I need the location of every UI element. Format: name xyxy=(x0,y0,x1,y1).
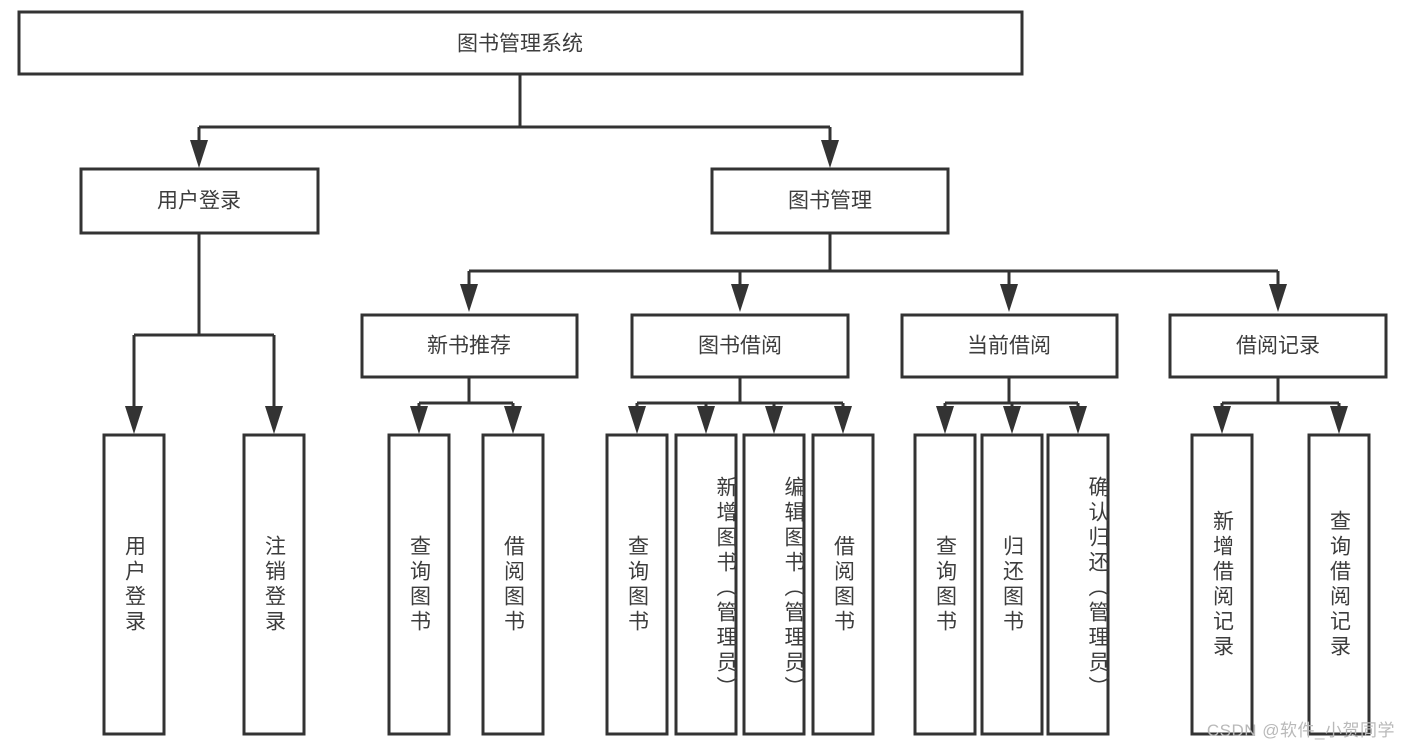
node-borrow-record-box[interactable] xyxy=(1168,313,1388,379)
connector-book-borrow-to-leaves xyxy=(628,377,852,434)
arrow-head-book-manage xyxy=(821,140,839,168)
leaf-box-new-book-1[interactable] xyxy=(387,433,451,736)
node-root-label: 图书管理系统 xyxy=(457,33,583,56)
leaf-box-user-login-2[interactable] xyxy=(242,433,306,736)
arrow-head-cb-leaf-3 xyxy=(1069,406,1087,434)
node-current-borrow[interactable]: 当前借阅 xyxy=(900,313,1119,379)
arrow-head-user-login xyxy=(190,140,208,168)
leaf-box-book-borrow-1[interactable] xyxy=(605,433,669,736)
arrow-head-bb-leaf-3 xyxy=(765,406,783,434)
node-user-login-label: 用户登录 xyxy=(157,190,241,213)
node-root[interactable]: 图书管理系统 xyxy=(17,10,1024,76)
leaf-box-current-borrow-1[interactable] xyxy=(913,433,977,736)
node-user-login[interactable]: 用户登录 xyxy=(79,167,320,235)
node-book-borrow-label: 图书借阅 xyxy=(698,335,782,358)
arrow-head-leaf-logout xyxy=(265,406,283,434)
leaf-box-borrow-record-2[interactable] xyxy=(1307,433,1371,736)
node-borrow-record[interactable]: 借阅记录 xyxy=(1168,313,1388,379)
connector-root-to-level2 xyxy=(190,74,839,168)
leaf-box-new-book-2[interactable] xyxy=(481,433,545,736)
arrow-head-nb-leaf-1 xyxy=(410,406,428,434)
leaf-box-current-borrow-2[interactable] xyxy=(980,433,1044,736)
node-book-borrow-box[interactable] xyxy=(630,313,850,379)
leaf-box-current-borrow-3[interactable] xyxy=(1046,433,1110,736)
node-new-book-recommend-label: 新书推荐 xyxy=(427,335,511,358)
connector-book-manage-to-level3 xyxy=(460,233,1287,312)
connector-user-login-to-leaves xyxy=(125,233,283,434)
node-book-manage-label: 图书管理 xyxy=(788,190,872,213)
node-user-login-box[interactable] xyxy=(79,167,320,235)
arrow-head-bb-leaf-1 xyxy=(628,406,646,434)
arrow-head-new-book xyxy=(460,284,478,312)
leaf-box-book-borrow-2[interactable] xyxy=(674,433,738,736)
arrow-head-br-leaf-1 xyxy=(1213,406,1231,434)
node-root-box[interactable] xyxy=(17,10,1024,76)
node-current-borrow-box[interactable] xyxy=(900,313,1119,379)
arrow-head-borrow-record xyxy=(1269,284,1287,312)
arrow-head-book-borrow xyxy=(731,284,749,312)
arrow-head-cb-leaf-1 xyxy=(936,406,954,434)
arrow-head-current-borrow xyxy=(1000,284,1018,312)
arrow-head-bb-leaf-2 xyxy=(697,406,715,434)
arrow-head-br-leaf-2 xyxy=(1330,406,1348,434)
node-borrow-record-label: 借阅记录 xyxy=(1236,335,1320,358)
arrow-head-cb-leaf-2 xyxy=(1003,406,1021,434)
arrow-head-bb-leaf-4 xyxy=(834,406,852,434)
arrow-head-leaf-user-login xyxy=(125,406,143,434)
arrow-head-nb-leaf-2 xyxy=(504,406,522,434)
node-book-borrow[interactable]: 图书借阅 xyxy=(630,313,850,379)
node-book-manage-box[interactable] xyxy=(710,167,950,235)
node-book-manage[interactable]: 图书管理 xyxy=(710,167,950,235)
node-new-book-recommend[interactable]: 新书推荐 xyxy=(360,313,579,379)
leaf-box-user-login-1[interactable] xyxy=(102,433,166,736)
leaf-box-book-borrow-3[interactable] xyxy=(742,433,806,736)
node-new-book-recommend-box[interactable] xyxy=(360,313,579,379)
watermark-text: CSDN @软件_小贺同学 xyxy=(1206,721,1395,740)
leaf-box-borrow-record-1[interactable] xyxy=(1190,433,1254,736)
connector-new-book-to-leaves xyxy=(410,377,522,434)
leaf-box-book-borrow-4[interactable] xyxy=(811,433,875,736)
node-current-borrow-label: 当前借阅 xyxy=(967,335,1051,358)
connector-borrow-record-to-leaves xyxy=(1213,377,1348,434)
connector-current-borrow-to-leaves xyxy=(936,377,1087,434)
